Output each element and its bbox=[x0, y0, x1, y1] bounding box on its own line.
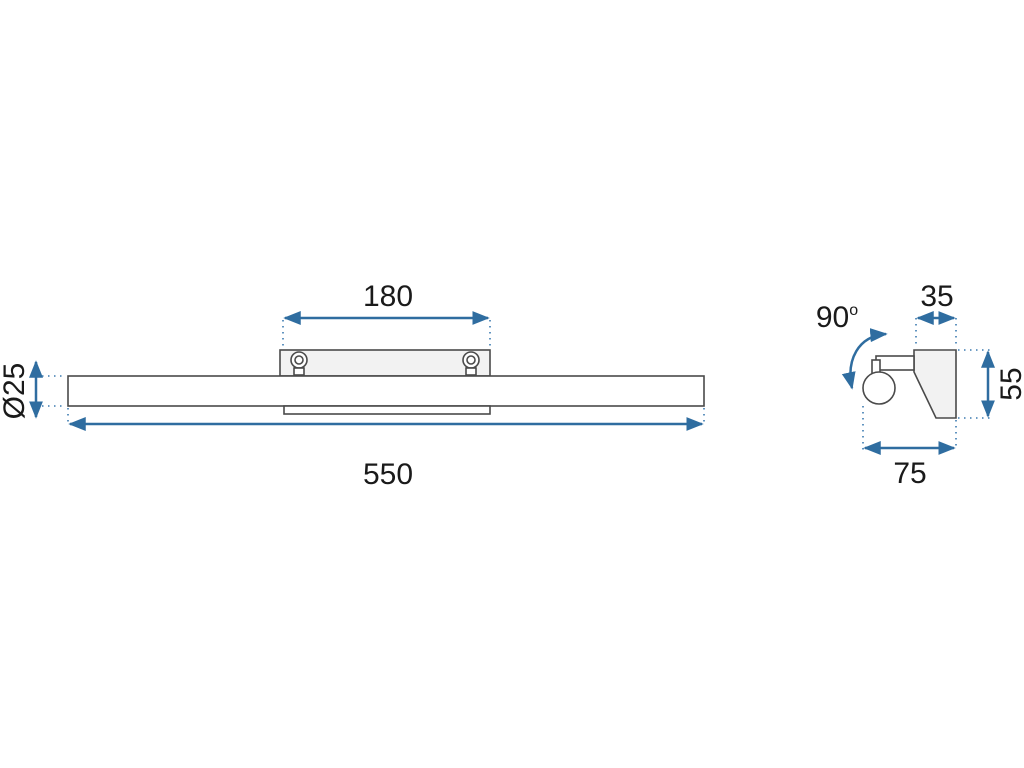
screw-left-icon bbox=[290, 351, 308, 376]
lamp-diffuser bbox=[283, 405, 491, 415]
lamp-head bbox=[862, 371, 896, 405]
screw-right-icon bbox=[462, 351, 480, 376]
rotation-label: 90o bbox=[816, 301, 858, 334]
tube-length-label: 550 bbox=[363, 458, 413, 491]
mounting-plate bbox=[279, 349, 491, 377]
front-view: 180 550 Ø25 bbox=[0, 280, 705, 491]
side-view: 90o 35 55 75 bbox=[816, 280, 1024, 490]
mount-width-label: 180 bbox=[363, 280, 413, 313]
rotation-arrow-icon bbox=[841, 328, 888, 390]
base-height-label: 55 bbox=[995, 367, 1024, 400]
tube-diameter-label: Ø25 bbox=[0, 363, 31, 420]
lamp-tube bbox=[67, 375, 705, 407]
wall-base bbox=[913, 349, 957, 419]
arm bbox=[875, 355, 915, 371]
base-depth-label: 35 bbox=[920, 280, 953, 313]
total-depth-label: 75 bbox=[893, 457, 926, 490]
